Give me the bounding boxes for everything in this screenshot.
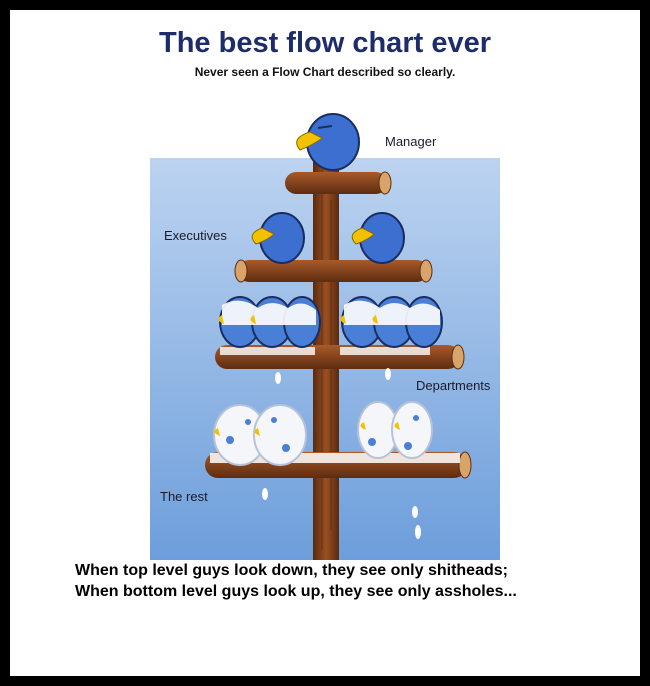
- drips: [262, 368, 421, 539]
- caption: When top level guys look down, they see …: [75, 560, 635, 602]
- branch-departments: [215, 344, 465, 370]
- page-subtitle: Never seen a Flow Chart described so cle…: [194, 65, 456, 79]
- branch-executives: [234, 259, 433, 283]
- label-departments: Departments: [416, 378, 491, 393]
- manager-bird: [296, 113, 360, 171]
- department-birds-right: [340, 296, 443, 348]
- bottom-birds-right: [357, 401, 433, 459]
- executive-bird-left: [251, 212, 305, 264]
- executive-bird-right: [351, 212, 405, 264]
- branch-manager: [285, 171, 392, 195]
- bottom-birds-left: [213, 404, 307, 466]
- label-rest: The rest: [160, 489, 208, 504]
- page-title: The best flow chart ever: [159, 27, 491, 59]
- caption-line-1: When top level guys look down, they see …: [75, 562, 508, 579]
- department-birds-left: [218, 296, 321, 348]
- label-manager: Manager: [385, 134, 437, 149]
- caption-line-2: When bottom level guys look up, they see…: [75, 583, 517, 600]
- label-executives: Executives: [164, 228, 227, 243]
- cartoon-illustration: Manager Executives Departments The rest: [150, 113, 500, 560]
